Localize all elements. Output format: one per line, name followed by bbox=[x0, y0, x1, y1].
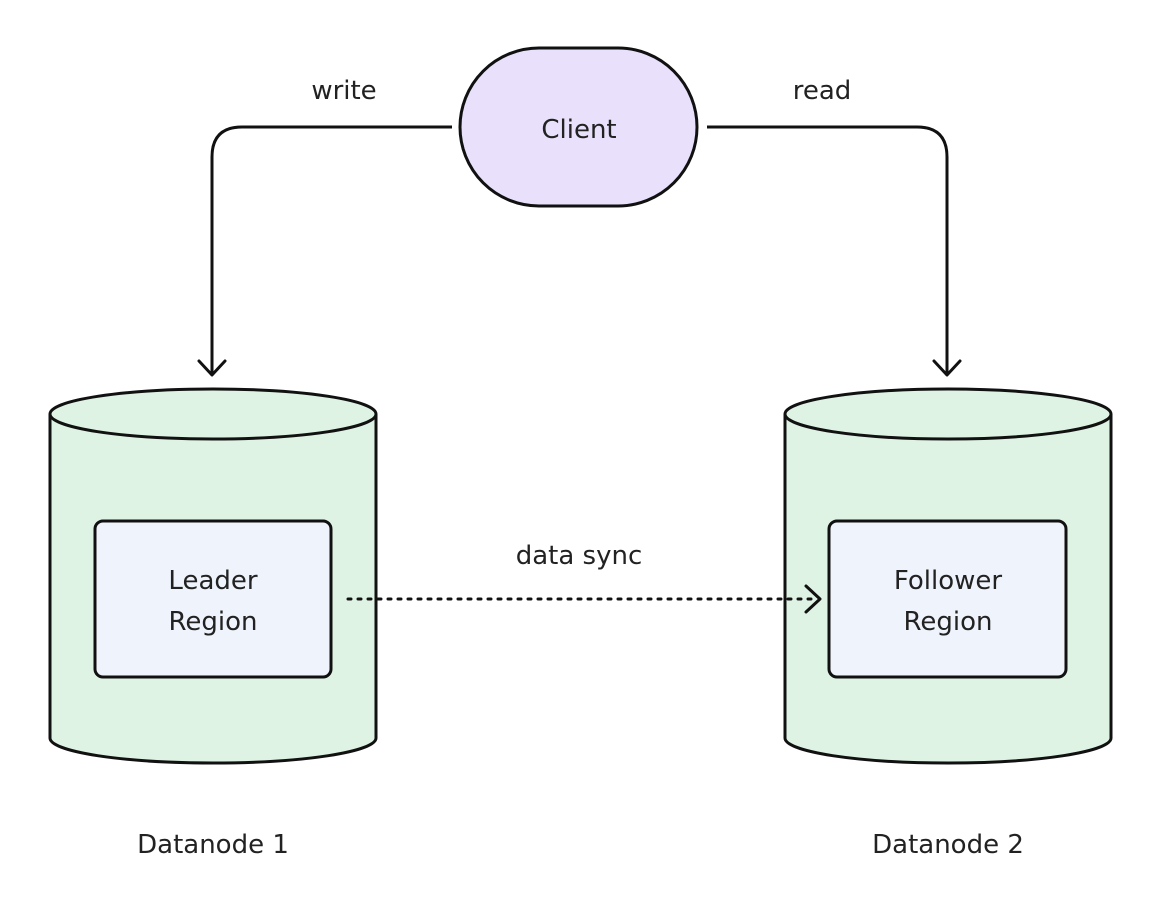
client-label: Client bbox=[541, 115, 616, 145]
follower-region-label-line1: Follower bbox=[894, 566, 1003, 596]
leader-region-box bbox=[93, 519, 333, 679]
datanode-1-cylinder-top bbox=[48, 387, 378, 441]
datanode-2-cylinder-top bbox=[783, 387, 1113, 441]
data-sync-label: data sync bbox=[516, 541, 643, 571]
write-label: write bbox=[311, 76, 376, 106]
client-node[interactable]: Client bbox=[458, 46, 699, 208]
client-shape bbox=[458, 46, 699, 208]
follower-region[interactable]: Follower Region bbox=[827, 519, 1068, 679]
datanode-2-title: Datanode 2 bbox=[872, 830, 1024, 860]
follower-region-label-line2: Region bbox=[903, 607, 992, 637]
datanode-1[interactable]: Leader Region Datanode 1 bbox=[48, 387, 378, 860]
follower-region-box bbox=[827, 519, 1068, 679]
data-sync-edge: data sync bbox=[346, 541, 822, 614]
leader-region-label-line2: Region bbox=[168, 607, 257, 637]
write-arrowhead bbox=[197, 359, 227, 377]
read-arrowhead bbox=[932, 359, 962, 377]
read-label: read bbox=[793, 76, 852, 106]
read-edge: read bbox=[707, 76, 962, 377]
leader-region-label-line1: Leader bbox=[168, 566, 257, 596]
read-connector bbox=[707, 125, 949, 374]
leader-region[interactable]: Leader Region bbox=[93, 519, 333, 679]
datanode-1-title: Datanode 1 bbox=[137, 830, 289, 860]
data-sync-arrowhead bbox=[804, 584, 822, 614]
datanode-2[interactable]: Follower Region Datanode 2 bbox=[783, 387, 1113, 860]
write-edge: write bbox=[197, 76, 452, 377]
write-connector bbox=[210, 125, 452, 374]
